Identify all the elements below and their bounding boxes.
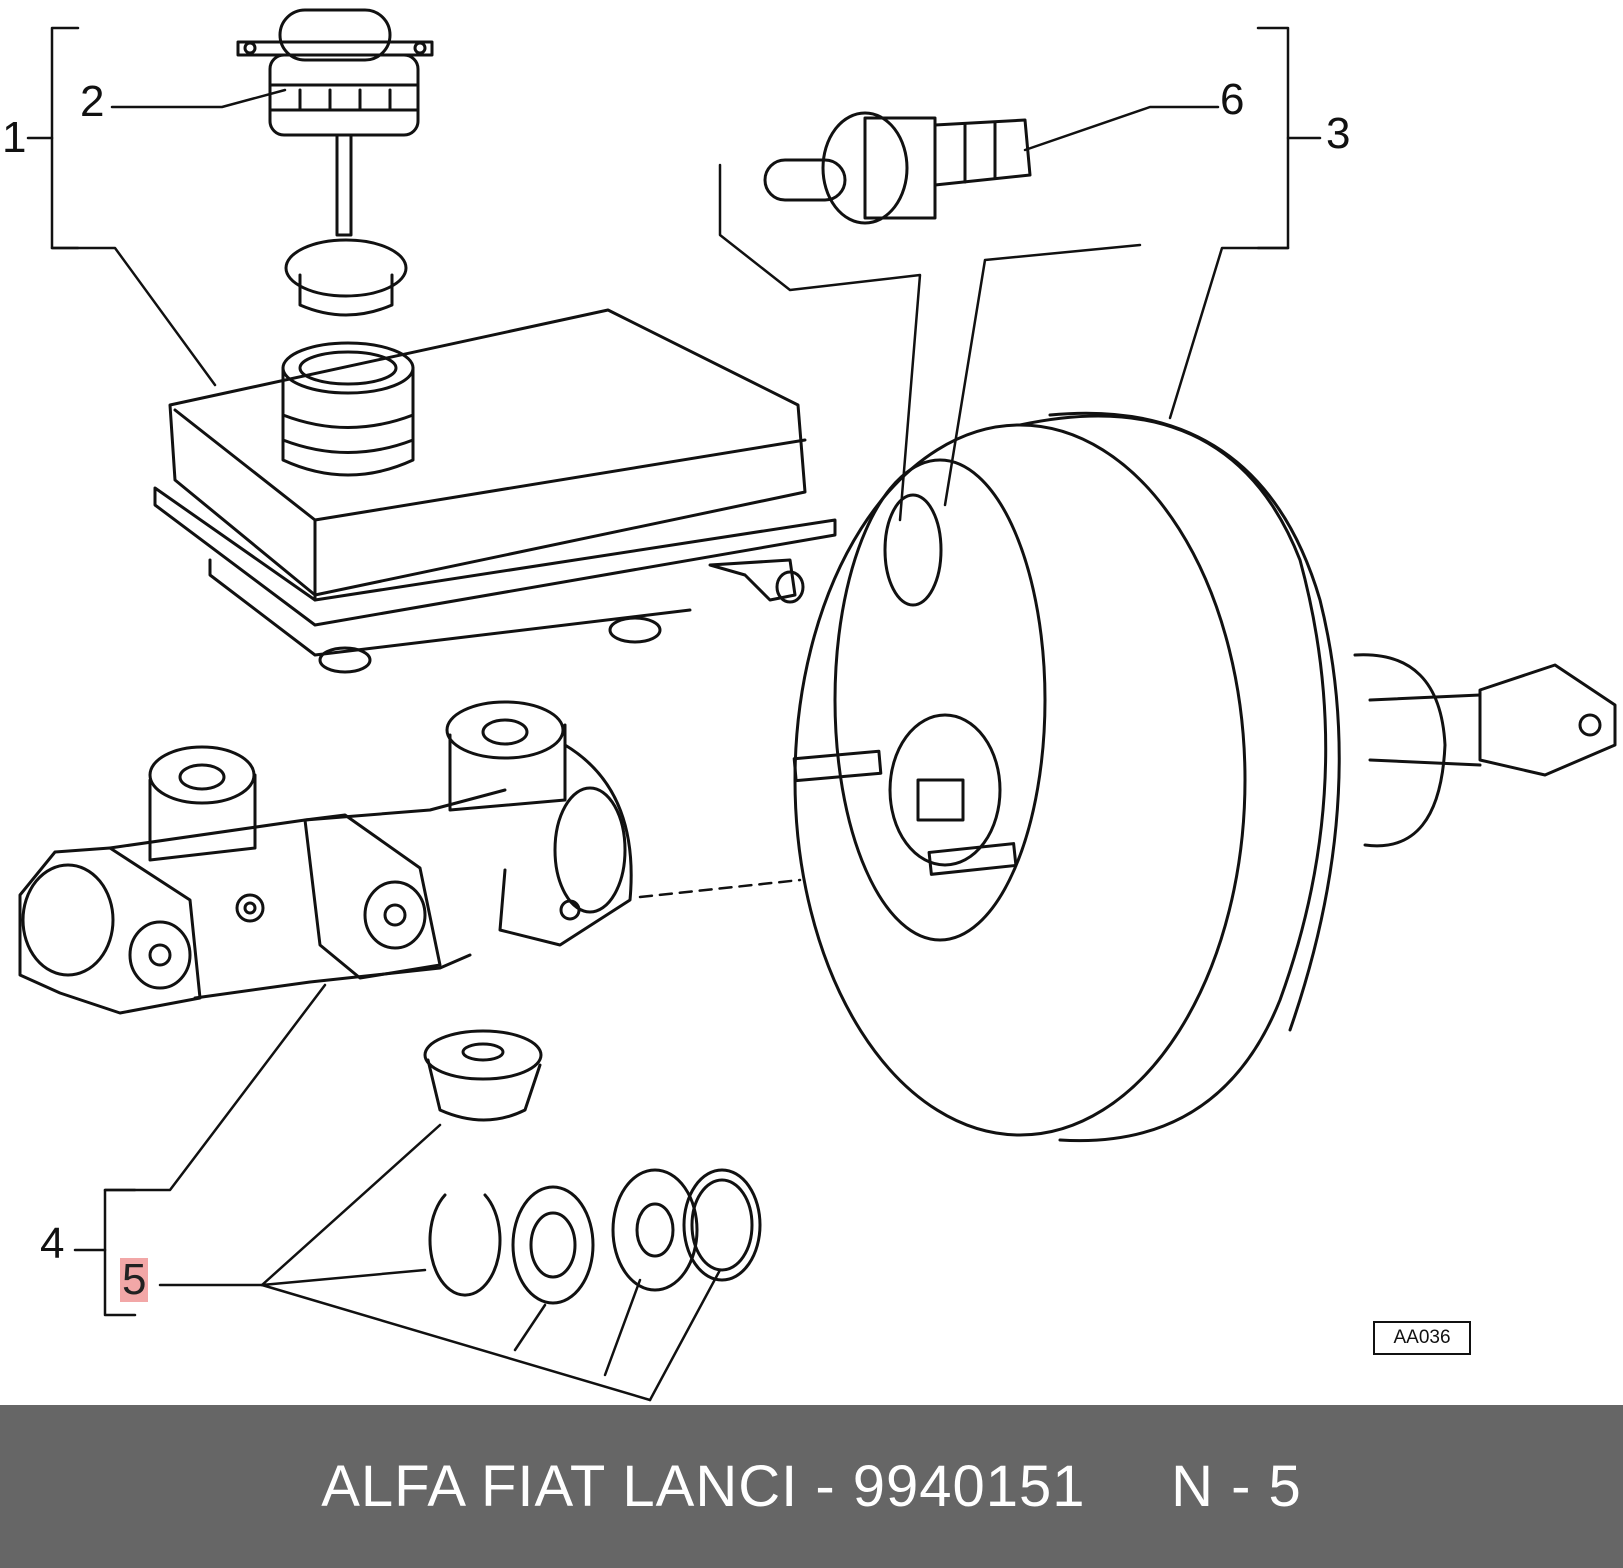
seal-kit xyxy=(423,1029,762,1305)
fluid-reservoir xyxy=(153,308,837,674)
master-cylinder xyxy=(18,700,633,1015)
reservoir-cap xyxy=(236,8,434,317)
leader-lines xyxy=(26,26,1322,1402)
check-valve xyxy=(763,111,1032,225)
callout-1: 1 xyxy=(2,113,27,162)
callout-2: 2 xyxy=(80,77,105,126)
callout-4: 4 xyxy=(40,1219,65,1268)
callout-6: 6 xyxy=(1220,75,1245,124)
brake-booster xyxy=(792,411,1617,1143)
footer-bar: ALFA FIAT LANCI - 9940151 N - 5 xyxy=(0,1405,1623,1568)
brake-master-cylinder-diagram xyxy=(18,8,1617,1402)
callout-5-highlighted: 5 xyxy=(120,1255,149,1304)
callout-3: 3 xyxy=(1326,109,1351,158)
footer-text: ALFA FIAT LANCI - 9940151 N - 5 xyxy=(321,1454,1302,1519)
reference-code-box: AA036 xyxy=(1373,1321,1471,1355)
